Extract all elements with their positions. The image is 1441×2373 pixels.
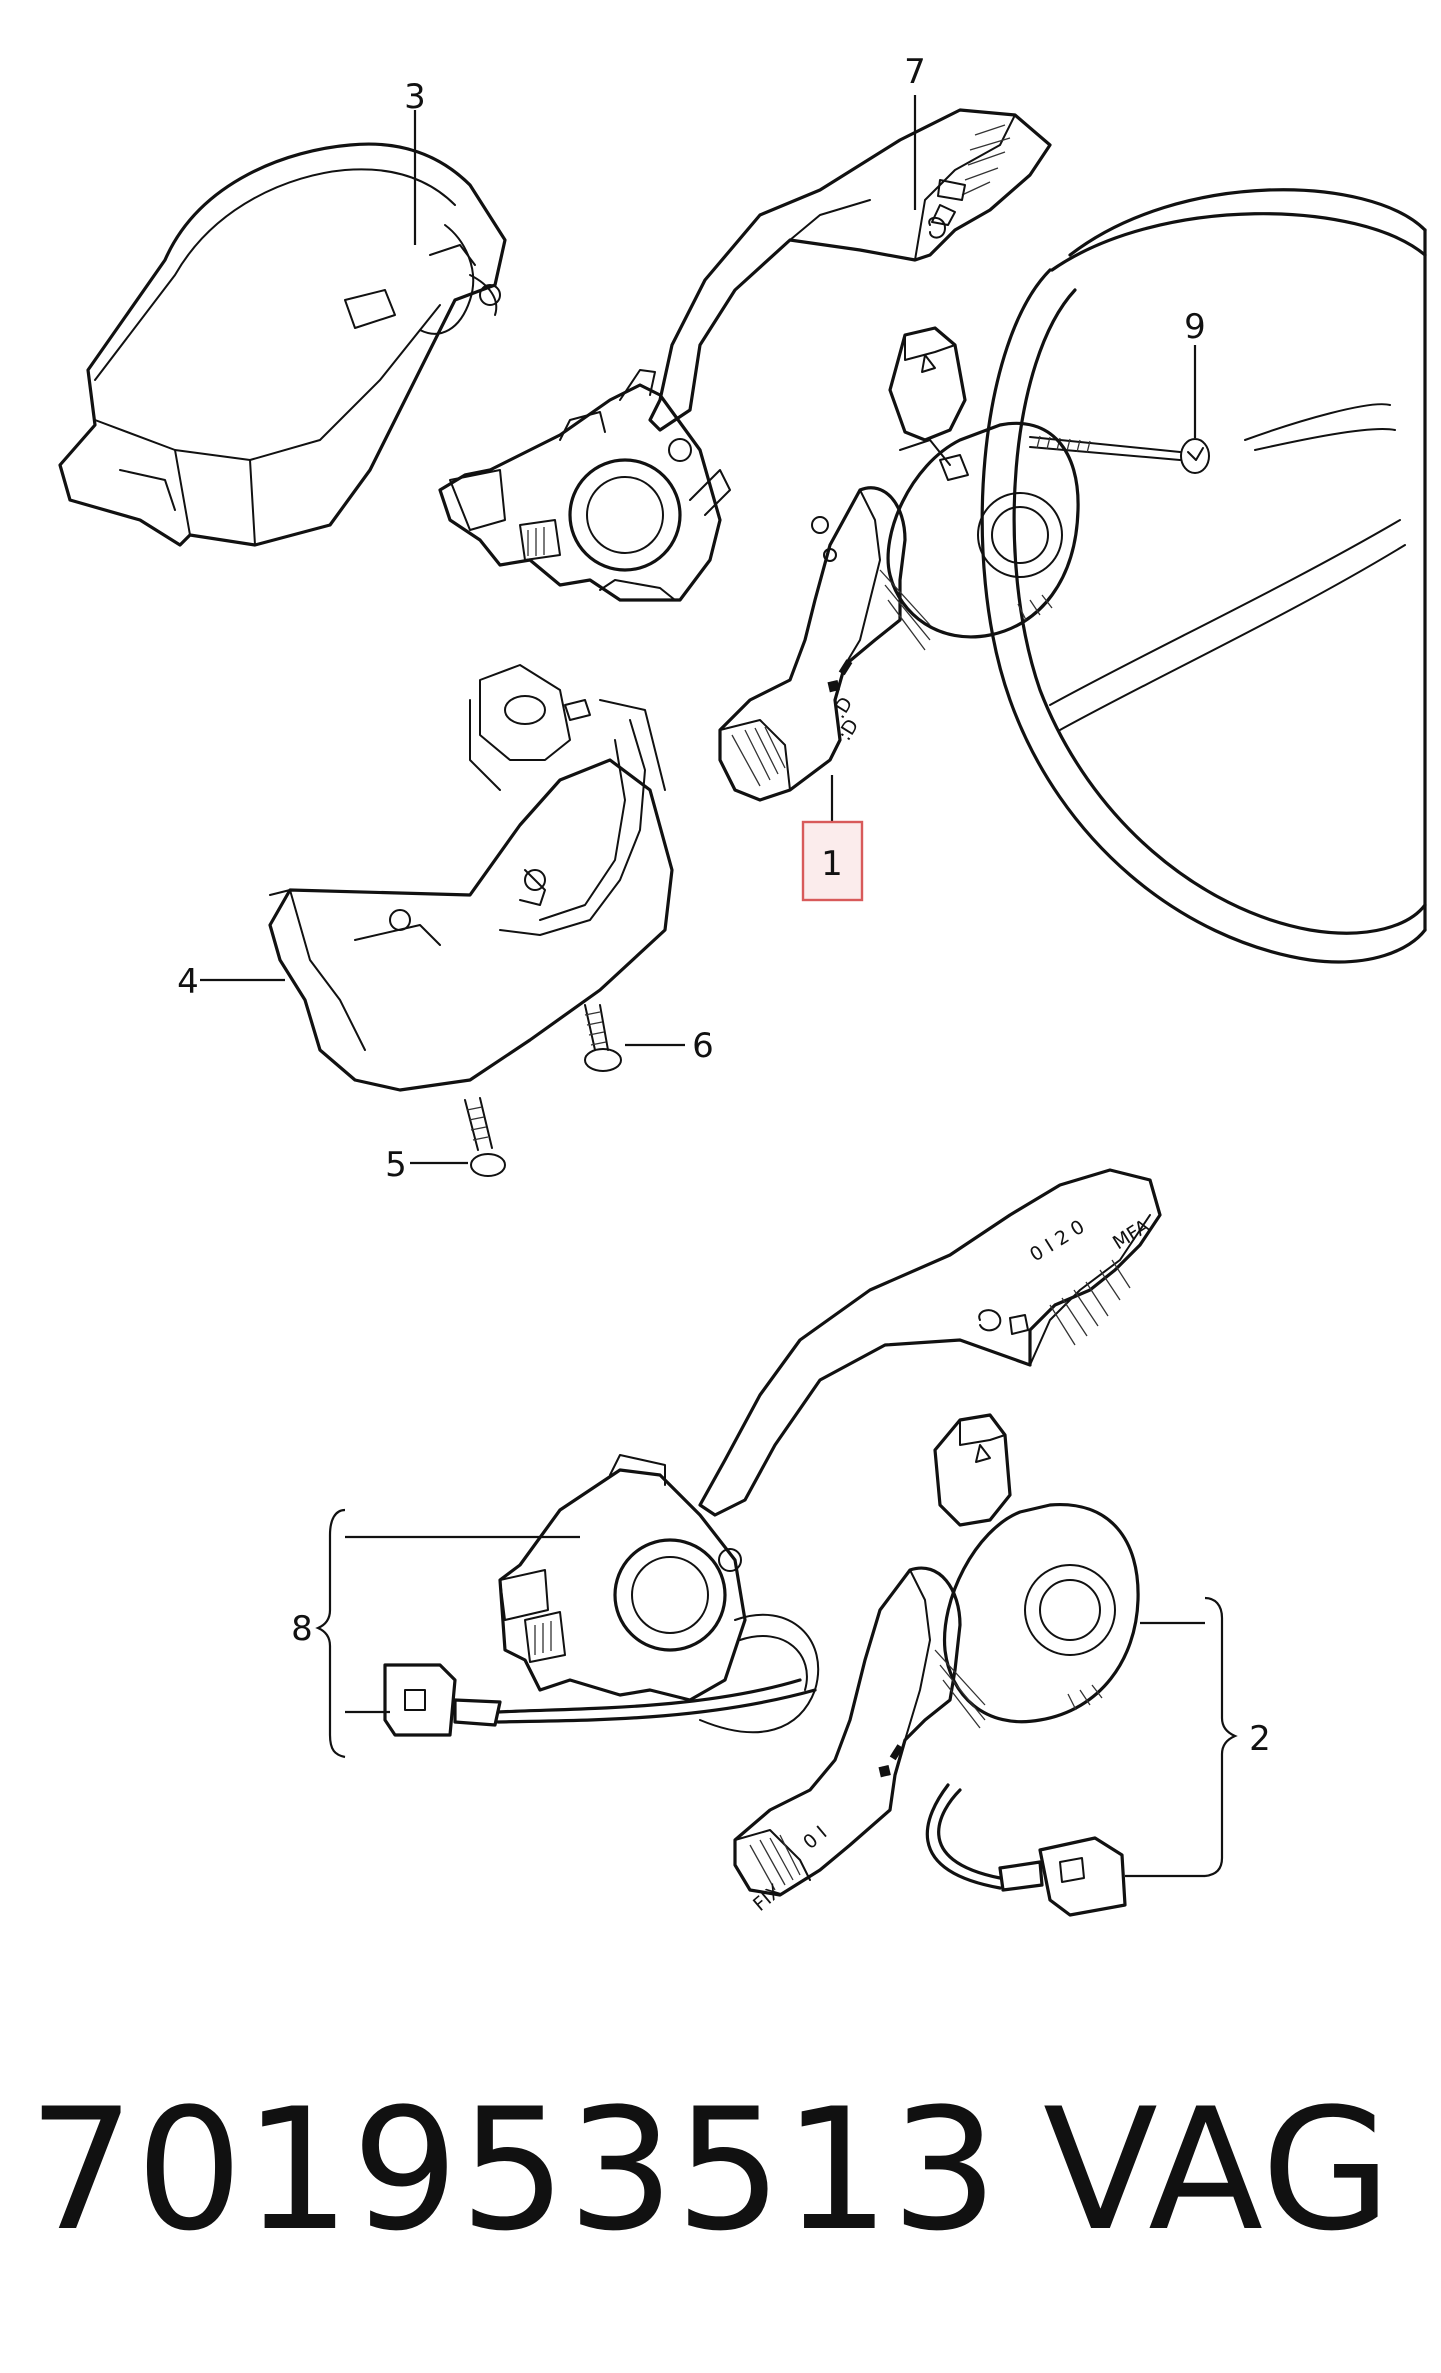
fix-label: FIX xyxy=(749,1880,786,1916)
part-2-turn-signal-switch-assembly: 0 I FIX ◆ ▬ xyxy=(733,1413,1140,1917)
leader-lines xyxy=(200,95,1238,1878)
part-1-turn-signal-switch: ◆ ▬ :D :D xyxy=(718,326,1080,802)
part-9-screw xyxy=(1029,435,1210,474)
part-4-lower-trim xyxy=(268,664,674,1092)
part-footer: 701953513 VAG xyxy=(28,2060,1428,2280)
part-6-screw xyxy=(584,1004,622,1072)
part-7-base-housing xyxy=(438,369,731,602)
part-number: 701953513 xyxy=(28,2072,999,2268)
part-8-wiper-switch-assembly: 0 I 2 0 MFA xyxy=(383,1168,1162,1737)
callout-5: 5 xyxy=(385,1145,407,1185)
steering-wheel xyxy=(980,188,1427,964)
brand-name: VAG xyxy=(1043,2072,1393,2268)
part-5-screw xyxy=(464,1097,506,1177)
callout-4: 4 xyxy=(177,962,199,1002)
part-3-upper-trim xyxy=(58,142,507,547)
callout-1-highlight xyxy=(801,820,864,902)
part-7-wiper-switch xyxy=(648,108,1052,432)
callout-labels: 1 2 3 4 5 6 7 8 9 xyxy=(177,52,1271,1759)
turn-positions-label: 0 I xyxy=(799,1822,831,1854)
callout-2: 2 xyxy=(1249,1719,1271,1759)
callout-1: 1 xyxy=(821,844,843,884)
callout-6: 6 xyxy=(692,1026,714,1066)
wiper-positions-label: 0 I 2 0 xyxy=(1026,1216,1089,1266)
callout-7: 7 xyxy=(904,52,926,92)
callout-3: 3 xyxy=(404,77,426,117)
callout-8: 8 xyxy=(291,1609,313,1649)
callout-9: 9 xyxy=(1184,307,1206,347)
